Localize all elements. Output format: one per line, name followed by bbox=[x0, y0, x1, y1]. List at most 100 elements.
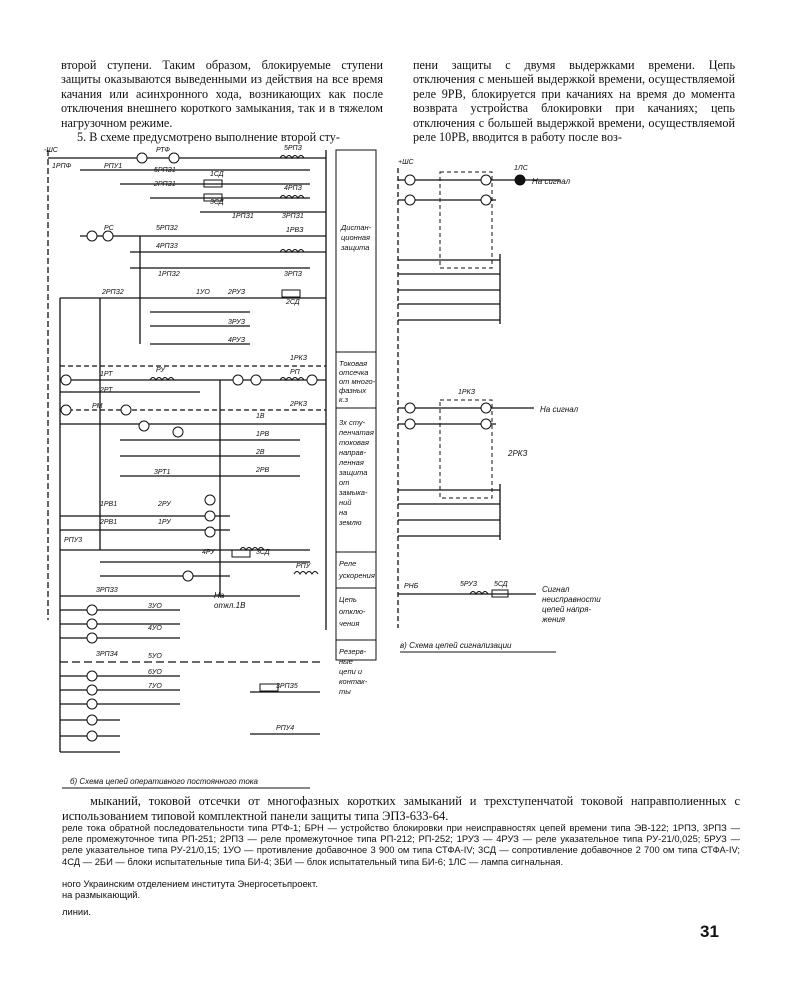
side-label-trip-2: отклю- bbox=[339, 607, 366, 616]
relay-label: 3УО bbox=[148, 603, 162, 610]
side-label-distance-3: защита bbox=[340, 243, 369, 252]
side-label-accel-2: ускорения bbox=[338, 571, 375, 580]
right-column: пени защиты с двумя выдержками времени. … bbox=[413, 58, 735, 144]
relay-label: 3РПЗ4 bbox=[96, 651, 118, 658]
relay-label: РП bbox=[290, 369, 301, 376]
relay-label: РПУ4 bbox=[276, 725, 294, 732]
relay-label: 6УО bbox=[148, 669, 162, 676]
relay-label: РУ bbox=[156, 367, 166, 374]
relay-label: 4РПЗ3 bbox=[156, 243, 178, 250]
side-label-ground-7: от bbox=[339, 478, 349, 487]
side-label-trip-3: чения bbox=[339, 619, 359, 628]
relay-label: 2РПЗ2 bbox=[101, 289, 124, 296]
relay-label: РПУ3 bbox=[64, 537, 82, 544]
relay-label: 2РПЗ1 bbox=[153, 181, 176, 188]
relay-label: 2РВ bbox=[255, 467, 270, 474]
figure-legend: реле тока обратной последовательности ти… bbox=[62, 822, 740, 867]
relay-label: РНБ bbox=[404, 583, 419, 590]
relay-label: 1РУ bbox=[158, 519, 172, 526]
relay-label: 1В bbox=[256, 413, 265, 420]
side-label-cutoff-5: к.з bbox=[339, 395, 349, 404]
figure-caption: мыканий, токовой отсечки от многофазных … bbox=[62, 794, 740, 823]
side-label-reserve-1: Резерв- bbox=[339, 647, 367, 656]
relay-label: 1РВЗ bbox=[286, 227, 304, 234]
relay-label: 5РПЗ2 bbox=[156, 225, 178, 232]
relay-label: 3РПЗ3 bbox=[96, 587, 118, 594]
relay-label: 7УО bbox=[148, 683, 162, 690]
plus-bus-label: +ШС bbox=[398, 159, 415, 166]
relay-label: 4РПЗ bbox=[284, 185, 303, 192]
side-label-ground-11: землю bbox=[338, 518, 362, 527]
side-label-ground-10: на bbox=[339, 508, 347, 517]
relay-label: 5РУЗ bbox=[460, 581, 478, 588]
signal-block-2 bbox=[439, 399, 493, 499]
side-label-distance-1: Дистан- bbox=[340, 223, 372, 232]
side-label-reserve-5: ты bbox=[339, 687, 351, 696]
left-paragraph-1: второй ступени. Таким образом, блокируем… bbox=[61, 58, 383, 130]
relay-label: 2РКЗ bbox=[507, 449, 528, 458]
relay-label: РМ bbox=[92, 403, 103, 410]
relay-label: 1СД bbox=[210, 171, 224, 178]
fault-signal-3: цепей напря- bbox=[542, 605, 591, 614]
relay-label: 1РПЗ1 bbox=[232, 213, 254, 220]
minus-bus-label: -ШС bbox=[44, 147, 59, 154]
side-label-cutoff-1: Токовая bbox=[339, 359, 367, 368]
relay-label: 4УО bbox=[148, 625, 162, 632]
relay-label: 3РТ1 bbox=[154, 469, 170, 476]
relay-label: РПУ bbox=[296, 563, 312, 570]
left-column: второй ступени. Таким образом, блокируем… bbox=[61, 58, 383, 144]
right-paragraph-1: пени защиты с двумя выдержками времени. … bbox=[413, 58, 735, 145]
circuit-diagram: Дистан- ционная защита Токовая отсечка о… bbox=[0, 140, 794, 790]
fault-signal-1: Сигнал bbox=[542, 585, 570, 594]
relay-label: 1РВ1 bbox=[100, 501, 117, 508]
relay-label: 5УО bbox=[148, 653, 162, 660]
relay-label: 4РУ bbox=[202, 549, 216, 556]
relay-label: 1РТ bbox=[100, 371, 113, 378]
signal-block-1 bbox=[439, 171, 493, 269]
relay-label: 1ЛС bbox=[514, 165, 529, 172]
side-label-accel-1: Реле bbox=[339, 559, 356, 568]
relay-label: 2РТ bbox=[99, 387, 113, 394]
relay-label: 5РПЗ1 bbox=[154, 167, 176, 174]
relay-label: 5РПЗ bbox=[284, 145, 303, 152]
relay-label: 1РПФ bbox=[52, 163, 72, 170]
side-label-reserve-3: цепи и bbox=[339, 667, 363, 676]
side-label-cutoff-2: отсечка bbox=[339, 368, 368, 377]
relay-label: 2В bbox=[255, 449, 265, 456]
side-label-ground-1: 3х сту- bbox=[339, 418, 366, 427]
signal-label-2: На сигнал bbox=[540, 405, 579, 414]
relay-label: 3РПЗ1 bbox=[282, 213, 304, 220]
signal-label-1: На сигнал bbox=[532, 177, 571, 186]
relay-label: РТФ bbox=[156, 147, 170, 154]
schematic-svg: Дистан- ционная защита Токовая отсечка о… bbox=[44, 145, 601, 789]
side-label-ground-8: замыка- bbox=[338, 488, 368, 497]
relay-label: 1РПЗ2 bbox=[158, 271, 180, 278]
fault-signal-2: неисправности bbox=[542, 595, 601, 604]
side-label-reserve-4: контак- bbox=[339, 677, 368, 686]
relay-label: 3РУЗ bbox=[228, 319, 246, 326]
relay-label: РПУ1 bbox=[104, 163, 122, 170]
relay-label: РС bbox=[104, 225, 115, 232]
caption-b: б) Схема цепей оперативного постоянного … bbox=[70, 777, 259, 786]
relay-label: 3РПЗ bbox=[284, 271, 303, 278]
page-number: 31 bbox=[700, 922, 719, 941]
note-3: линии. bbox=[62, 906, 91, 917]
relay-label: 2РКЗ bbox=[289, 401, 308, 408]
side-label-panel bbox=[335, 149, 377, 661]
side-label-ground-3: токовая bbox=[339, 438, 369, 447]
to-trip-2: откл.1В bbox=[214, 601, 246, 610]
relay-label: 2РУЗ bbox=[227, 289, 246, 296]
left-paragraph-2: 5. В схеме предусмотрено выполнение втор… bbox=[77, 130, 340, 145]
side-label-ground-2: пенчатая bbox=[339, 428, 374, 437]
side-label-distance-2: ционная bbox=[341, 233, 370, 242]
side-label-ground-6: защита bbox=[338, 468, 367, 477]
relay-label: 3СД bbox=[210, 199, 224, 206]
relay-label: 5СД bbox=[494, 581, 508, 588]
side-label-cutoff-4: фазных bbox=[339, 386, 366, 395]
relay-label: 1РВ bbox=[256, 431, 270, 438]
side-label-cutoff-3: от много- bbox=[339, 377, 376, 386]
caption-v: в) Схема цепей сигнализации bbox=[400, 641, 512, 650]
side-label-ground-4: направ- bbox=[339, 448, 367, 457]
relay-label: 1РКЗ bbox=[458, 389, 476, 396]
